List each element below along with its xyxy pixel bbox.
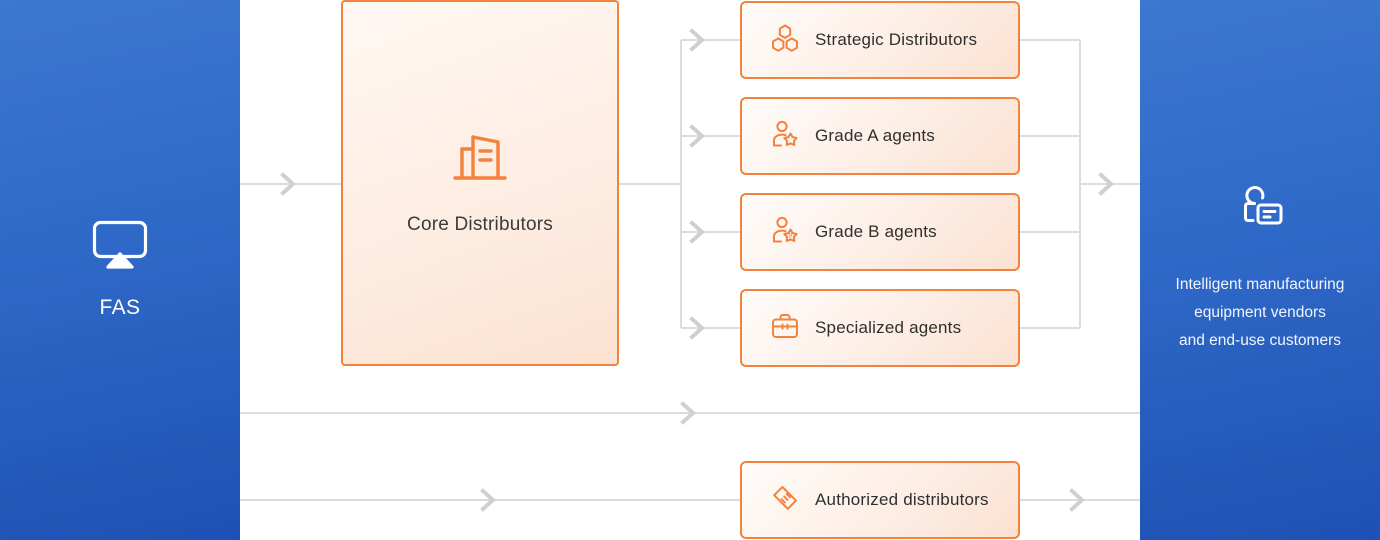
right-panel-caption: Intelligent manufacturing equipment vend… — [1150, 271, 1370, 355]
card-strategic-distributors[interactable]: Strategic Distributors — [740, 1, 1020, 79]
arrow-to-card-2 — [689, 124, 705, 148]
office-building-icon — [451, 131, 509, 190]
person-id-card-icon — [1232, 185, 1288, 245]
arrow-left-to-card-5 — [480, 488, 496, 512]
arrow-to-card-3 — [689, 220, 705, 244]
core-distributors-box[interactable]: Core Distributors — [341, 0, 619, 366]
svg-text:B: B — [788, 232, 792, 239]
card-grade-a-agents[interactable]: Grade A agents — [740, 97, 1020, 175]
arrow-to-card-1 — [689, 28, 705, 52]
arrow-to-card-4 — [689, 316, 705, 340]
card-label: Grade B agents — [815, 222, 937, 241]
arrow-card-5-to-right-panel — [1069, 488, 1085, 512]
card-label: Authorized distributors — [815, 490, 989, 509]
arrow-merge-to-right-panel — [1098, 172, 1114, 196]
card-label: Grade A agents — [815, 126, 935, 145]
card-label: Specialized agents — [815, 318, 962, 337]
right-destination-panel: Intelligent manufacturing equipment vend… — [1140, 0, 1380, 540]
arrow-bypass-direct — [680, 401, 696, 425]
caption-line-2: equipment vendors — [1194, 303, 1326, 321]
left-panel-label: FAS — [99, 295, 141, 319]
briefcase-icon — [770, 311, 800, 346]
card-authorized-distributors[interactable]: Authorized distributors — [740, 461, 1020, 539]
card-specialized-agents[interactable]: Specialized agents — [740, 289, 1020, 367]
caption-line-3: and end-use customers — [1179, 331, 1341, 349]
caption-line-1: Intelligent manufacturing — [1175, 275, 1345, 293]
arrow-left-to-core — [280, 172, 296, 196]
airplay-screen-icon — [92, 220, 148, 275]
person-b-badge-icon: B — [770, 215, 800, 250]
left-source-panel: FAS — [0, 0, 240, 540]
person-star-badge-icon — [770, 119, 800, 154]
hexagon-cluster-icon — [770, 23, 800, 58]
card-label: Strategic Distributors — [815, 30, 978, 49]
handshake-icon — [770, 483, 800, 518]
card-grade-b-agents[interactable]: B Grade B agents — [740, 193, 1020, 271]
core-distributors-label: Core Distributors — [407, 213, 553, 235]
